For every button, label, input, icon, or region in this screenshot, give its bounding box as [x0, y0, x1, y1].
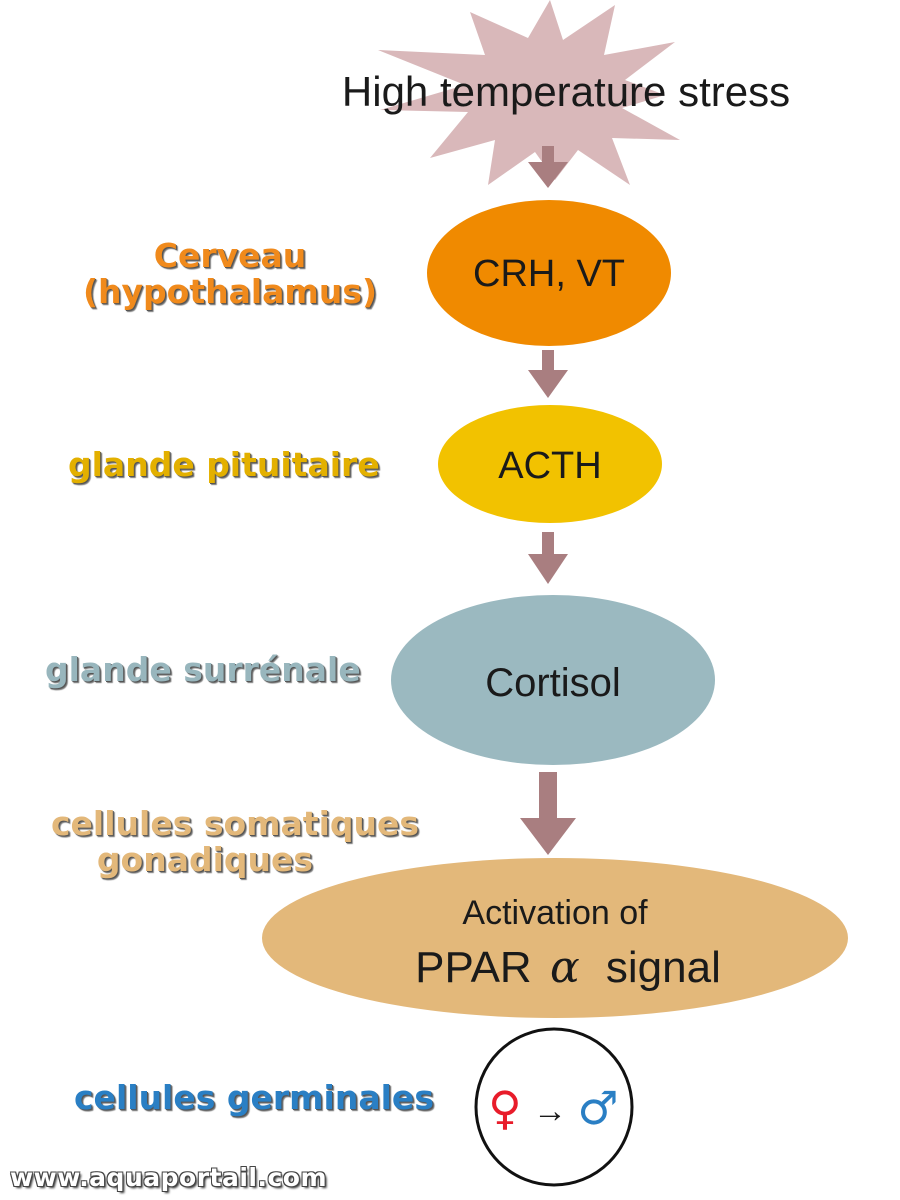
starburst-shape — [378, 0, 680, 185]
stress-title: High temperature stress — [342, 68, 790, 115]
acth-label: ACTH — [498, 445, 601, 487]
sex-change-arrow: → — [533, 1092, 567, 1130]
brain-label-line2: (hypothalamus) — [82, 272, 378, 311]
ppar-main: PPAR — [415, 943, 532, 992]
arrow-acth-to-cortisol — [528, 532, 568, 584]
adrenal-label: glande surrénale — [45, 650, 361, 689]
alpha-symbol: α — [550, 942, 580, 993]
ppar-line2: PPAR α signal — [415, 942, 721, 993]
male-symbol-icon: ♂ — [577, 1081, 618, 1135]
brain-label-line1: Cerveau — [153, 236, 307, 275]
crh-vt-label: CRH, VT — [473, 253, 625, 295]
crh-vt-node — [427, 200, 671, 346]
sex-change-circle — [474, 1027, 634, 1187]
female-symbol-icon: ♀ — [488, 1081, 522, 1135]
arrow-cortisol-to-ppar — [520, 772, 576, 855]
somatic-label-line1: cellules somatiques — [50, 804, 420, 843]
germinal-cells-label: cellules germinales — [74, 1078, 434, 1117]
arrow-crh-to-acth — [528, 350, 568, 398]
brain-label: Cerveau (hypothalamus) — [60, 238, 400, 310]
acth-node — [438, 405, 662, 523]
somatic-label-line2: gonadiques — [96, 840, 314, 879]
ppar-node — [262, 858, 848, 1018]
ppar-tail: signal — [606, 943, 721, 992]
cortisol-label: Cortisol — [485, 661, 621, 705]
pituitary-label: glande pituitaire — [68, 445, 380, 484]
arrow-stress-to-crh — [528, 146, 568, 188]
watermark-url: www.aquaportail.com — [10, 1163, 328, 1192]
ppar-line1: Activation of — [462, 894, 648, 932]
cortisol-node — [391, 595, 715, 765]
somatic-cells-label: cellules somatiques gonadiques — [30, 806, 440, 878]
